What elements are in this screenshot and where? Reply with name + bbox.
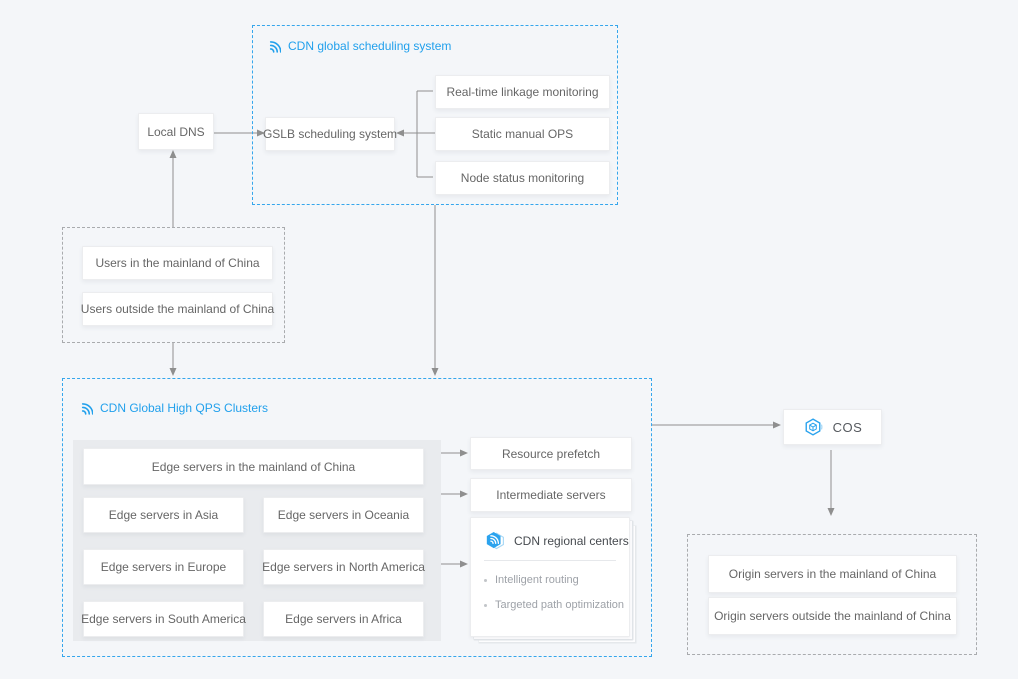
gslb-label: GSLB scheduling system [262,127,398,141]
node-status-monitoring-node: Node status monitoring [435,161,610,195]
cdn-hexagon-waves-icon [484,530,505,551]
clusters-group-title: CDN Global High QPS Clusters [80,401,268,415]
bullet-dot-icon [484,603,487,607]
edge-servers-oceania-node: Edge servers in Oceania [263,497,424,533]
edge-servers-mainland-china-node: Edge servers in the mainland of China [83,448,424,485]
edge-label: Edge servers in North America [262,560,425,574]
origin-servers-mainland-china-node: Origin servers in the mainland of China [708,555,957,593]
users-label: Users in the mainland of China [95,256,260,270]
real-time-linkage-monitoring-node: Real-time linkage monitoring [435,75,610,109]
regional-card-title: CDN regional centers [514,533,629,548]
clusters-group-title-label: CDN Global High QPS Clusters [100,401,269,415]
origin-label: Origin servers in the mainland of China [728,567,937,581]
static-manual-ops-node: Static manual OPS [435,117,610,151]
edge-servers-africa-node: Edge servers in Africa [263,601,424,637]
edge-label: Edge servers in Europe [100,560,227,574]
cdn-signal-waves-icon [268,40,281,53]
card-divider [484,560,616,561]
monitor-bracket [402,90,435,178]
cdn-signal-waves-icon [80,402,93,415]
monitor-label: Node status monitoring [460,171,585,185]
resource-prefetch-label: Resource prefetch [501,446,601,461]
edge-label: Edge servers in South America [81,612,246,626]
scheduling-group-title-label: CDN global scheduling system [288,39,452,53]
monitor-label: Real-time linkage monitoring [446,85,599,99]
users-mainland-china-node: Users in the mainland of China [82,246,273,280]
cdn-global-scheduling-system-group [252,25,618,205]
users-group [62,227,285,343]
edge-label: Edge servers in Oceania [277,508,410,522]
origin-servers-group [687,534,977,655]
regional-card-header: CDN regional centers [471,518,629,560]
resource-prefetch-node: Resource prefetch [470,437,632,470]
edge-servers-south-america-node: Edge servers in South America [81,601,246,637]
cos-hexagon-cube-icon [803,417,823,437]
regional-feature-item: Intelligent routing [471,574,629,586]
users-outside-mainland-china-node: Users outside the mainland of China [80,292,275,326]
regional-feature-label: Intelligent routing [495,574,579,586]
scheduling-group-title: CDN global scheduling system [268,39,451,53]
edge-label: Edge servers in the mainland of China [151,459,356,474]
arrowheads [169,129,835,568]
edge-label: Edge servers in Africa [285,612,402,626]
cos-label: COS [832,419,863,435]
users-label: Users outside the mainland of China [80,302,275,316]
edge-servers-asia-node: Edge servers in Asia [83,497,244,533]
origin-label: Origin servers outside the mainland of C… [714,609,951,623]
gslb-scheduling-system-node: GSLB scheduling system [262,117,398,151]
cos-node: COS [783,409,882,445]
intermediate-servers-label: Intermediate servers [496,488,606,502]
regional-feature-label: Targeted path optimization [495,599,625,611]
edge-label: Edge servers in Asia [108,508,219,522]
cdn-regional-centers-card: CDN regional centers Intelligent routing… [470,517,630,637]
edge-servers-north-america-node: Edge servers in North America [262,549,425,585]
local-dns-label: Local DNS [147,124,205,139]
bullet-dot-icon [484,578,487,582]
intermediate-servers-node: Intermediate servers [470,478,632,512]
regional-feature-item: Targeted path optimization [471,599,629,611]
cdn-global-high-qps-clusters-group [62,378,652,657]
local-dns-node: Local DNS [138,113,214,150]
monitor-label: Static manual OPS [471,127,574,141]
edge-servers-europe-node: Edge servers in Europe [83,549,244,585]
origin-servers-outside-mainland-china-node: Origin servers outside the mainland of C… [708,597,957,635]
